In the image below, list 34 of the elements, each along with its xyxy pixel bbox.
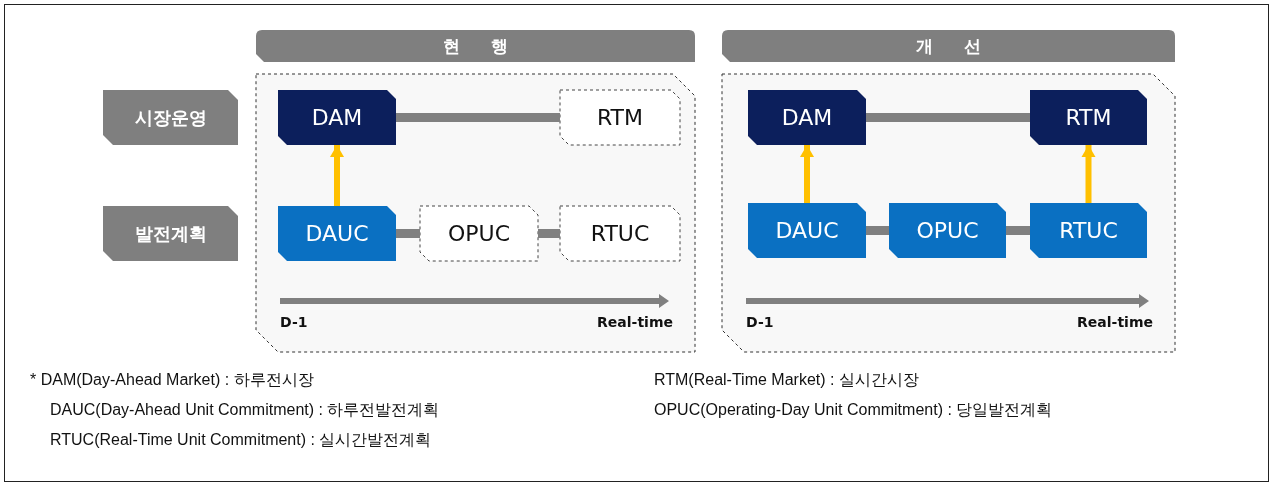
section-header: 개 선 [722, 30, 1175, 62]
connector-line [538, 229, 560, 238]
connector-line [396, 229, 420, 238]
market-box: RTM [1030, 90, 1147, 145]
pending-box: RTUC [560, 206, 680, 261]
connector-line [1006, 226, 1030, 235]
plan-box: DAUC [278, 206, 396, 261]
pending-box: OPUC [420, 206, 538, 261]
pending-box: RTM [560, 90, 680, 145]
timeline-label: D-1 [746, 314, 774, 330]
plan-box: RTUC [1030, 203, 1147, 258]
footnote-text: RTUC(Real-Time Unit Commitment) : 실시간발전계획 [50, 430, 432, 450]
market-box: DAM [748, 90, 866, 145]
row-label: 발전계획 [103, 206, 238, 261]
market-box: DAM [278, 90, 396, 145]
arrow [800, 145, 814, 203]
connector-line [866, 113, 1030, 122]
row-label: 시장운영 [103, 90, 238, 145]
timeline-label: Real-time [597, 314, 673, 330]
arrow [330, 145, 344, 206]
footnote-text: * DAM(Day-Ahead Market) : 하루전시장 [30, 370, 314, 390]
dashed-panel [256, 74, 695, 352]
footnote-text: DAUC(Day-Ahead Unit Commitment) : 하루전발전계획 [50, 400, 440, 420]
section-header: 현 행 [256, 30, 695, 62]
timeline-label: D-1 [280, 314, 308, 330]
connector-line [396, 113, 560, 122]
arrow [1081, 145, 1096, 203]
plan-box: OPUC [889, 203, 1006, 258]
footnote-text: OPUC(Operating-Day Unit Commitment) : 당일발전계획 [654, 400, 1053, 420]
plan-box: DAUC [748, 203, 866, 258]
timeline-label: Real-time [1077, 314, 1153, 330]
dashed-panel [722, 74, 1175, 352]
connector-line [866, 226, 889, 235]
footnote-text: RTM(Real-Time Market) : 실시간시장 [654, 370, 919, 390]
